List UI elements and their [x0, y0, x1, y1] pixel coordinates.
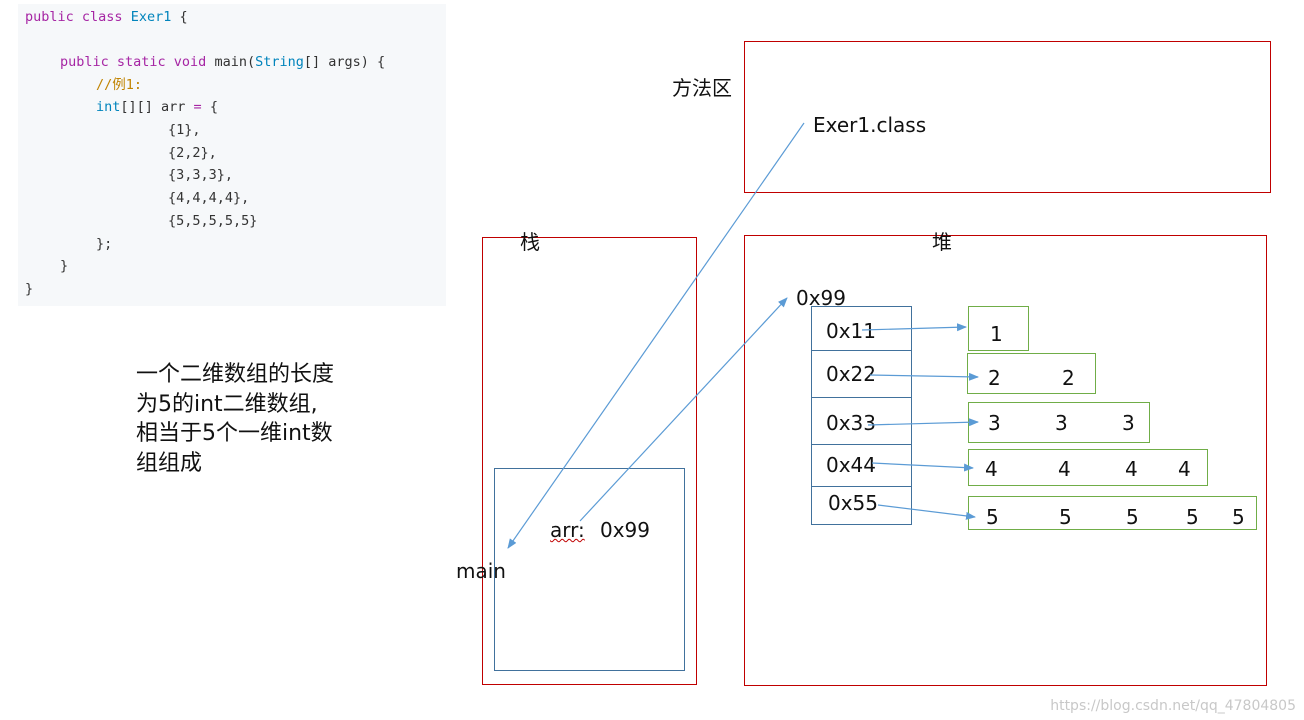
heap-label: 堆 — [932, 230, 952, 254]
code-line: {1}, — [168, 122, 201, 138]
note-line: 一个二维数组的长度 — [136, 362, 335, 387]
note-line: 为5的int二维数组, — [136, 391, 318, 417]
arr-to-heap-arrow — [579, 297, 788, 522]
row-address: 0x44 — [826, 453, 877, 477]
row-pointer-arrow — [869, 372, 979, 381]
element-value: 4 — [1058, 457, 1071, 481]
watermark: https://blog.csdn.net/qq_47804805 — [1050, 698, 1296, 714]
inner-array-2 — [967, 353, 1096, 394]
code-line: } — [25, 281, 34, 297]
variable-value: 0x99 — [600, 518, 651, 542]
row-address: 0x33 — [826, 411, 877, 435]
note-line: 组组成 — [136, 450, 203, 476]
code-line: public class Exer1 { — [25, 9, 188, 25]
code-comment: //例1: — [96, 77, 143, 93]
row-address: 0x22 — [826, 362, 877, 386]
code-line: }; — [96, 236, 113, 252]
code-line: {3,3,3}, — [168, 167, 234, 183]
element-value: 4 — [985, 457, 998, 481]
main-frame-label: main — [456, 559, 506, 583]
element-value: 5 — [1232, 505, 1245, 529]
code-line: {4,4,4,4}, — [168, 190, 250, 206]
row-pointer-arrow — [877, 504, 976, 520]
element-value: 5 — [1186, 505, 1199, 529]
class-to-main-arrow — [507, 122, 805, 549]
inner-array-1 — [968, 306, 1029, 351]
explanation-note: 一个二维数组的长度 为5的int二维数组, 相当于5个一维int数 组组成 — [136, 360, 376, 478]
element-value: 2 — [1062, 366, 1075, 390]
row-address: 0x11 — [826, 319, 877, 343]
stack-label: 栈 — [520, 230, 540, 254]
element-value: 5 — [1059, 505, 1072, 529]
outer-array-cell — [811, 486, 912, 525]
element-value: 2 — [988, 366, 1001, 390]
method-area-label: 方法区 — [672, 76, 732, 100]
code-panel: public class Exer1 { public static void … — [18, 4, 446, 306]
code-line: } — [60, 258, 69, 274]
code-line: public static void main(String[] args) { — [60, 54, 386, 70]
row-pointer-arrow — [861, 323, 967, 332]
element-value: 3 — [1055, 411, 1068, 435]
heap-region — [744, 235, 1267, 686]
main-frame — [494, 468, 685, 671]
element-value: 4 — [1178, 457, 1191, 481]
element-value: 4 — [1125, 457, 1138, 481]
element-value: 1 — [990, 322, 1003, 346]
class-name: Exer1.class — [813, 113, 927, 137]
element-value: 3 — [1122, 411, 1135, 435]
element-value: 3 — [988, 411, 1001, 435]
element-value: 5 — [986, 505, 999, 529]
row-pointer-arrow — [867, 418, 979, 427]
code-line: {2,2}, — [168, 145, 217, 161]
code-line: int[][] arr = { — [96, 99, 218, 115]
variable-name: arr: — [550, 518, 585, 542]
note-line: 相当于5个一维int数 — [136, 421, 333, 446]
row-pointer-arrow — [871, 462, 974, 472]
code-line: {5,5,5,5,5} — [168, 213, 258, 229]
element-value: 5 — [1126, 505, 1139, 529]
method-area-region — [744, 41, 1271, 193]
stack-region — [482, 237, 697, 685]
row-address: 0x55 — [828, 491, 879, 515]
